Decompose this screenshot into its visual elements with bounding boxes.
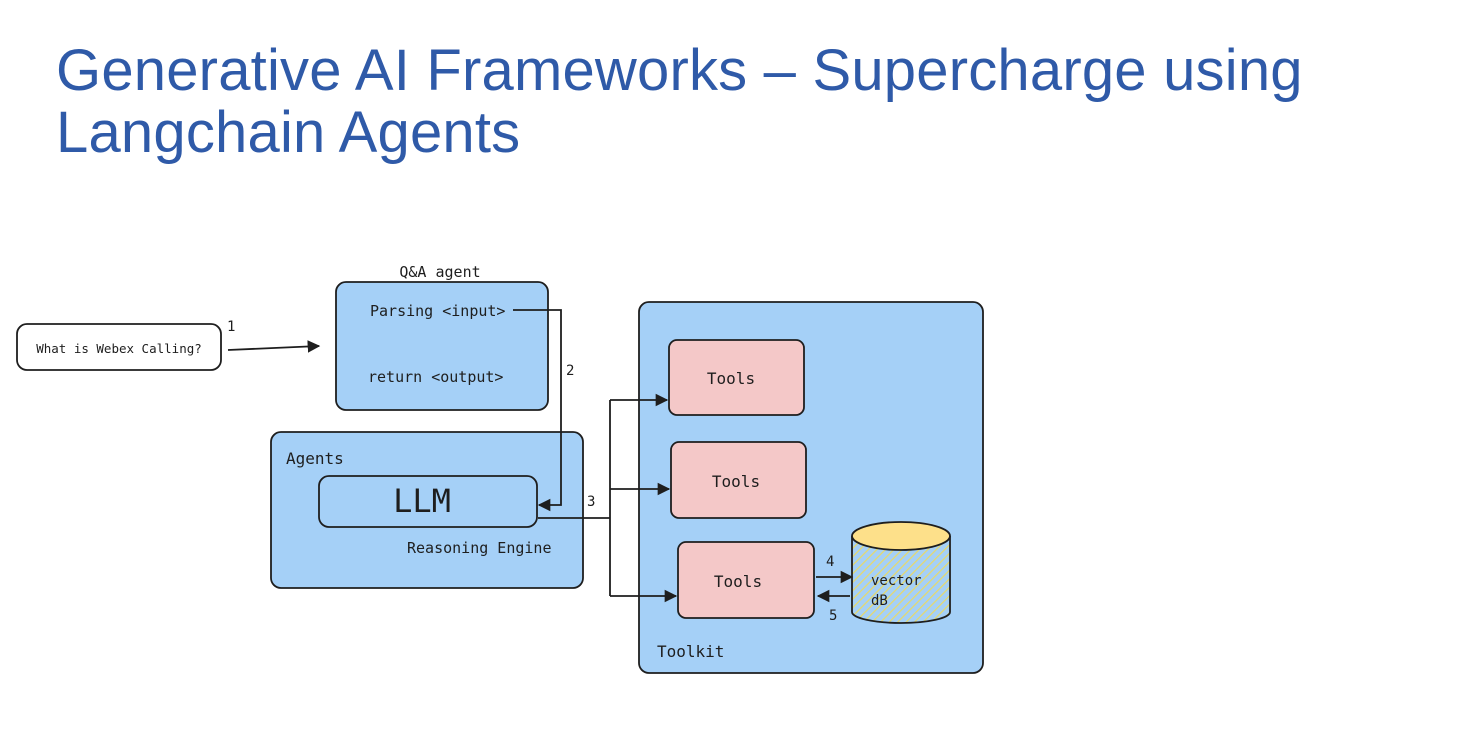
agents-box: Agents LLM Reasoning Engine <box>270 431 584 589</box>
tool-box-1: Tools <box>668 339 805 416</box>
tool-box-3: Tools <box>677 541 815 619</box>
qa-agent-box: Parsing <input> return <output> <box>335 281 549 411</box>
arrow-llm-to-tools-trunk <box>538 400 611 596</box>
slide-title-line-1: Generative AI Frameworks – Supercharge u… <box>56 38 1303 103</box>
step-1-label: 1 <box>227 319 235 335</box>
arrow-query-to-qa <box>227 340 321 353</box>
tool-label-3: Tools <box>714 572 762 591</box>
vector-db-label-line-2: dB <box>871 593 888 609</box>
tool-box-2: Tools <box>670 441 807 519</box>
llm-box <box>318 475 538 528</box>
toolkit-label: Toolkit <box>657 642 724 661</box>
slide-title-line-2: Langchain Agents <box>56 100 521 165</box>
step-4-label: 4 <box>826 554 834 570</box>
arrow-qa-to-llm <box>513 309 562 512</box>
step-3-label: 3 <box>587 494 595 510</box>
slide-title: Generative AI Frameworks – Supercharge u… <box>56 40 1303 164</box>
qa-agent-label: Q&A agent <box>399 263 480 281</box>
agents-label: Agents <box>286 449 344 468</box>
qa-return-text: return <output> <box>368 368 503 386</box>
vector-db-label-line-1: vector <box>871 573 922 589</box>
qa-parsing-text: Parsing <input> <box>370 302 505 320</box>
llm-label: LLM <box>393 482 451 520</box>
tool-label-1: Tools <box>707 369 755 388</box>
tool-label-2: Tools <box>712 472 760 491</box>
step-2-label: 2 <box>566 363 574 379</box>
reasoning-engine-label: Reasoning Engine <box>407 539 552 557</box>
query-box: What is Webex Calling? <box>16 323 222 371</box>
step-5-label: 5 <box>829 608 837 624</box>
vector-db-cylinder: vector dB <box>851 521 951 624</box>
query-text: What is Webex Calling? <box>36 341 202 356</box>
